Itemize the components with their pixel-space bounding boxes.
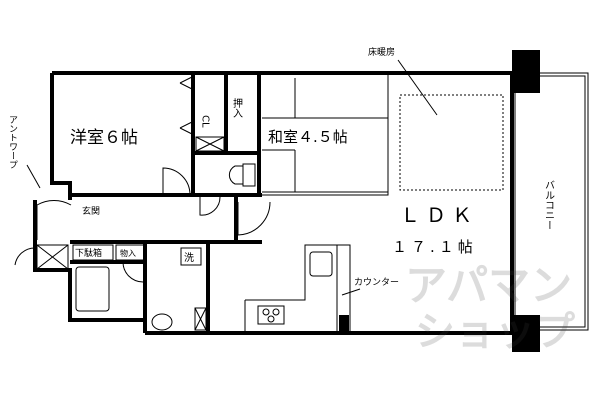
balcony-inner-line: [514, 75, 586, 328]
bathtub-icon: [75, 266, 110, 312]
washbasin-icon: [151, 313, 173, 331]
toilet-icon: [228, 163, 256, 187]
interior-walls: [70, 73, 389, 333]
watermark-logo: アパマン ショップ: [405, 261, 575, 355]
counter-label: カウンター: [354, 277, 399, 288]
floor-heating-leader: [397, 59, 438, 116]
door-swings: [14, 167, 271, 283]
floor-heating-label: 床暖房: [368, 46, 395, 58]
kitchen: [244, 244, 351, 334]
counter: [336, 244, 351, 334]
shoe-box-label: 下駄箱: [75, 247, 102, 259]
svg-text:アパマン: アパマン: [405, 261, 572, 310]
washer-label: 洗: [184, 252, 194, 264]
closet-door-marks: [179, 76, 193, 135]
storage-label: 物入: [120, 248, 136, 258]
pipe-space: [195, 136, 225, 152]
meter-box: [36, 244, 69, 270]
antwerp-label: アントワープ: [7, 115, 17, 169]
column-top: [512, 50, 540, 93]
tatami-lines: [262, 78, 388, 192]
oshiire-label: 押入: [231, 97, 243, 118]
storage: [115, 244, 146, 261]
svg-text:ショップ: ショップ: [415, 309, 575, 355]
sink-icon: [309, 251, 333, 277]
japanese-room-label: 和室４.５帖: [268, 128, 348, 146]
ldk-size-label: １７.１帖: [392, 238, 477, 256]
column-bottom: [512, 315, 540, 352]
balcony-label: バルコニー: [543, 180, 555, 230]
western-room-label: 洋室６帖: [70, 128, 138, 148]
floor-heating-area: [399, 94, 504, 191]
closet-label: CL: [200, 115, 211, 128]
ldk-label: ＬＤＫ: [400, 203, 478, 227]
entrance-label: 玄関: [82, 205, 100, 217]
stove-icon: [257, 305, 285, 325]
washer-icon: [180, 247, 202, 266]
shoe-box: [72, 244, 114, 261]
